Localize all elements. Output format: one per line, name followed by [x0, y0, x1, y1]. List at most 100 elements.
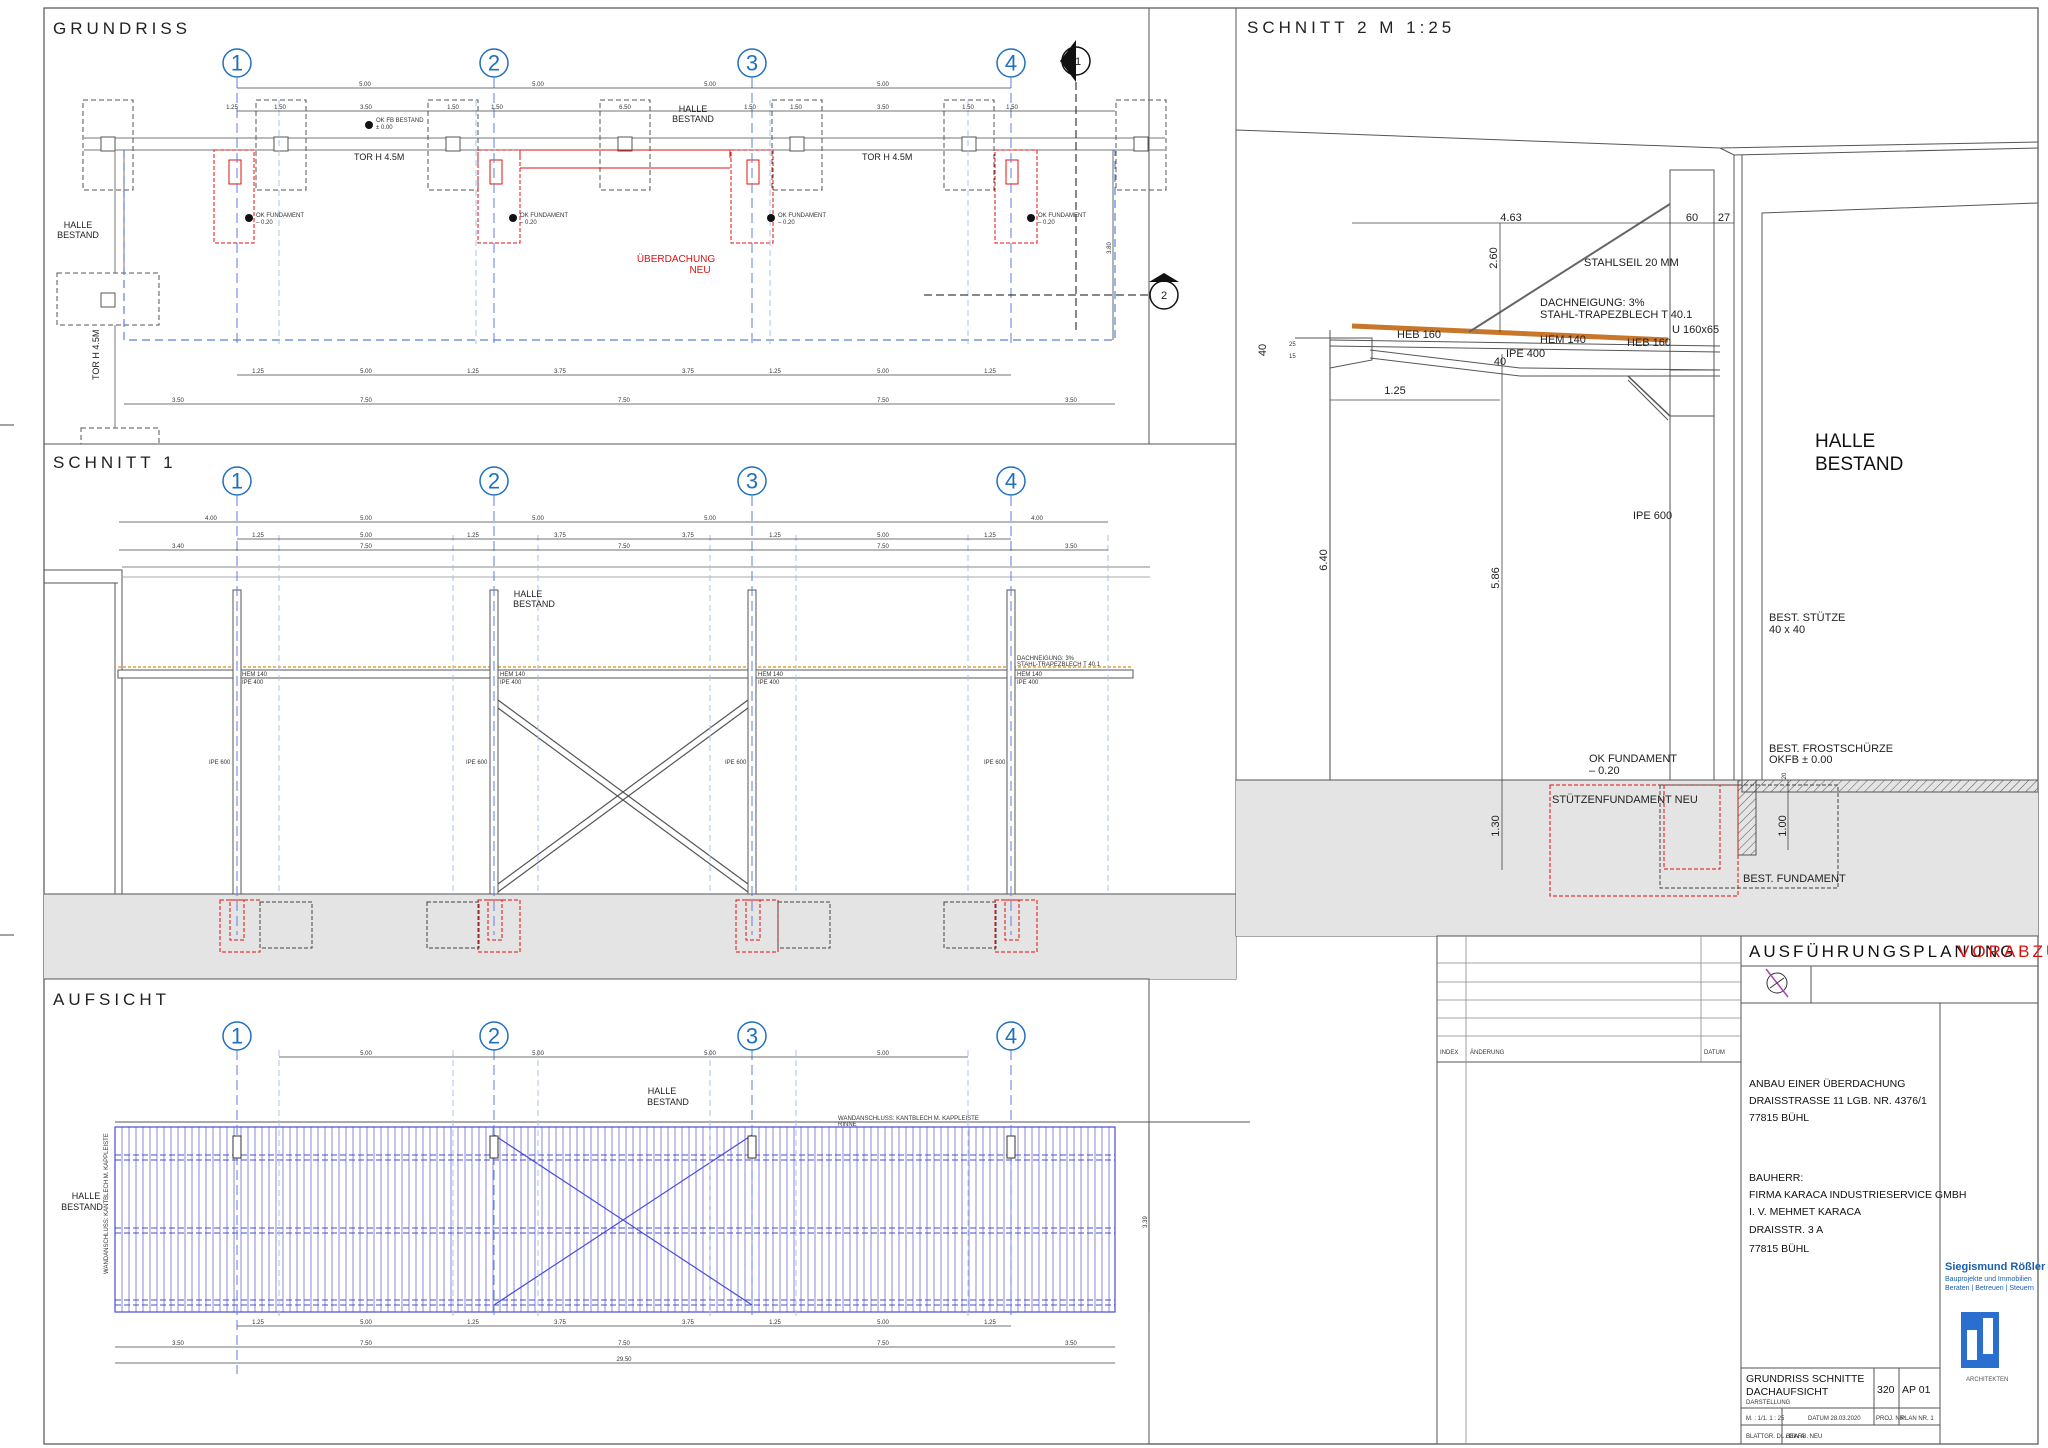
- svg-text:OKFB ± 0.00: OKFB ± 0.00: [1769, 754, 1833, 766]
- grundriss-axes: [236, 78, 1012, 344]
- svg-text:ÄNDERUNG: ÄNDERUNG: [1470, 1049, 1505, 1056]
- svg-text:77815 BÜHL: 77815 BÜHL: [1749, 1243, 1809, 1255]
- svg-text:BEST. STÜTZE: BEST. STÜTZE: [1769, 612, 1845, 624]
- svg-text:– 0.20: – 0.20: [1589, 765, 1620, 777]
- svg-text:5.00: 5.00: [877, 1320, 889, 1326]
- svg-text:WANDANSCHLUSS: KANTBLECH M. KA: WANDANSCHLUSS: KANTBLECH M. KAPPLEISTE: [104, 1133, 110, 1274]
- svg-text:3.50: 3.50: [877, 105, 889, 111]
- svg-text:7.50: 7.50: [877, 1341, 889, 1347]
- axis-marker-4: 4: [996, 48, 1026, 78]
- svg-text:1: 1: [231, 1024, 243, 1049]
- svg-text:1.25: 1.25: [984, 369, 996, 375]
- svg-text:STÜTZENFUNDAMENT NEU: STÜTZENFUNDAMENT NEU: [1552, 794, 1698, 806]
- svg-text:Beraten | Betreuen | Steuern: Beraten | Betreuen | Steuern: [1945, 1285, 2034, 1292]
- level-marker-ok-fb: OK FB BESTAND ± 0.00: [365, 118, 424, 131]
- svg-text:DACHNEIGUNG: 3%: DACHNEIGUNG: 3%: [1017, 656, 1075, 662]
- svg-text:1: 1: [1075, 56, 1081, 68]
- svg-text:2.60: 2.60: [1488, 247, 1500, 268]
- panel-title-grundriss: GRUNDRISS: [53, 19, 191, 38]
- svg-text:40 x 40: 40 x 40: [1769, 624, 1805, 636]
- svg-text:1.30: 1.30: [1490, 815, 1502, 836]
- grid-lines-dimension: [278, 100, 969, 344]
- svg-text:HEB 160: HEB 160: [1627, 337, 1671, 349]
- axis-marker-2: 2: [479, 1021, 509, 1051]
- svg-text:OK FUNDAMENT: OK FUNDAMENT: [1589, 753, 1677, 765]
- svg-text:IPE 600: IPE 600: [466, 760, 488, 766]
- svg-text:1.50: 1.50: [1006, 105, 1018, 111]
- svg-text:FIRMA KARACA INDUSTRIESERVICE: FIRMA KARACA INDUSTRIESERVICE GMBH: [1749, 1189, 1966, 1201]
- label-halle-bestand: HALLE: [679, 104, 708, 114]
- svg-text:7.50: 7.50: [618, 398, 630, 404]
- svg-text:4: 4: [1005, 51, 1017, 76]
- svg-text:IPE 400: IPE 400: [1017, 680, 1039, 686]
- svg-text:DRAISSTR. 3 A: DRAISSTR. 3 A: [1749, 1224, 1823, 1236]
- svg-text:6.50: 6.50: [619, 105, 631, 111]
- panel-title-aufsicht: AUFSICHT: [53, 990, 170, 1009]
- svg-text:3.75: 3.75: [682, 1320, 694, 1326]
- svg-text:6.40: 6.40: [1318, 549, 1330, 570]
- svg-text:AP 01: AP 01: [1902, 1384, 1931, 1396]
- svg-text:5.00: 5.00: [877, 1051, 889, 1057]
- svg-text:7.50: 7.50: [618, 1341, 630, 1347]
- svg-text:1.25: 1.25: [252, 533, 264, 539]
- svg-text:5.00: 5.00: [360, 369, 372, 375]
- svg-text:1: 1: [231, 469, 243, 494]
- svg-text:5.00: 5.00: [359, 82, 371, 88]
- axis-marker-4: 4: [996, 1021, 1026, 1051]
- svg-text:15: 15: [1289, 354, 1296, 360]
- svg-text:HALLE: HALLE: [72, 1191, 101, 1201]
- svg-text:TOR H 4.5M: TOR H 4.5M: [91, 330, 101, 380]
- svg-text:HEM 140: HEM 140: [758, 672, 784, 678]
- svg-text:7.50: 7.50: [618, 544, 630, 550]
- svg-text:4: 4: [1005, 1024, 1017, 1049]
- svg-text:3.39: 3.39: [1143, 1216, 1149, 1228]
- svg-text:1.25: 1.25: [769, 1320, 781, 1326]
- svg-text:STAHL-TRAPEZBLECH T 40.1: STAHL-TRAPEZBLECH T 40.1: [1540, 309, 1692, 321]
- svg-text:3.75: 3.75: [554, 369, 566, 375]
- svg-text:40: 40: [1494, 356, 1506, 368]
- svg-text:– 0.20: – 0.20: [256, 220, 273, 226]
- svg-text:OK FB BESTAND: OK FB BESTAND: [376, 118, 424, 124]
- svg-text:3.75: 3.75: [554, 1320, 566, 1326]
- svg-text:2: 2: [488, 51, 500, 76]
- svg-text:± 0.00: ± 0.00: [376, 125, 393, 131]
- svg-text:4: 4: [1005, 469, 1017, 494]
- svg-text:3.50: 3.50: [1065, 398, 1077, 404]
- svg-text:5.00: 5.00: [532, 516, 544, 522]
- svg-text:OK FUNDAMENT: OK FUNDAMENT: [778, 213, 826, 219]
- panel-title-schnitt-2: SCHNITT 2 M 1:25: [1247, 18, 1455, 37]
- svg-text:IPE 600: IPE 600: [725, 760, 747, 766]
- svg-text:1.25: 1.25: [984, 1320, 996, 1326]
- svg-text:HEM 140: HEM 140: [500, 672, 526, 678]
- svg-text:BESTAND: BESTAND: [61, 1202, 103, 1212]
- svg-text:5.00: 5.00: [360, 533, 372, 539]
- svg-text:4.00: 4.00: [205, 516, 217, 522]
- svg-text:2: 2: [488, 469, 500, 494]
- svg-text:1.25: 1.25: [984, 533, 996, 539]
- svg-text:5.00: 5.00: [704, 1051, 716, 1057]
- svg-text:WANDANSCHLUSS: KANTBLECH M. KA: WANDANSCHLUSS: KANTBLECH M. KAPPLEISTE: [838, 1116, 979, 1122]
- svg-text:5.00: 5.00: [360, 1051, 372, 1057]
- svg-text:320: 320: [1877, 1384, 1895, 1396]
- svg-text:3.50: 3.50: [360, 105, 372, 111]
- svg-text:ANBAU EINER ÜBERDACHUNG: ANBAU EINER ÜBERDACHUNG: [1749, 1078, 1905, 1090]
- svg-text:1.25: 1.25: [252, 369, 264, 375]
- svg-text:M. : 1/1. 1 : 25: M. : 1/1. 1 : 25: [1746, 1416, 1785, 1422]
- level-marker-ok-fundament: OK FUNDAMENT– 0.20 OK FUNDAMENT– 0.20 OK…: [245, 213, 1086, 226]
- svg-text:PLAN NR. 1: PLAN NR. 1: [1901, 1416, 1934, 1422]
- label-halle: HALLE: [1815, 431, 1875, 452]
- axis-marker-3: 3: [737, 1021, 767, 1051]
- svg-text:7.50: 7.50: [877, 398, 889, 404]
- svg-text:HEB 160: HEB 160: [1397, 329, 1441, 341]
- svg-text:3.40: 3.40: [172, 544, 184, 550]
- section-marker-1: 1: [1060, 40, 1091, 330]
- svg-text:5.00: 5.00: [704, 516, 716, 522]
- svg-text:STAHLSEIL 20 MM: STAHLSEIL 20 MM: [1584, 257, 1679, 269]
- svg-text:DATUM 28.03.2020: DATUM 28.03.2020: [1808, 1416, 1861, 1422]
- label-ueberdachung-neu: ÜBERDACHUNG: [637, 253, 716, 265]
- svg-text:5.86: 5.86: [1490, 567, 1502, 588]
- axis-marker-2: 2: [479, 466, 509, 496]
- svg-text:5.00: 5.00: [704, 82, 716, 88]
- svg-text:BESTAND: BESTAND: [672, 114, 714, 124]
